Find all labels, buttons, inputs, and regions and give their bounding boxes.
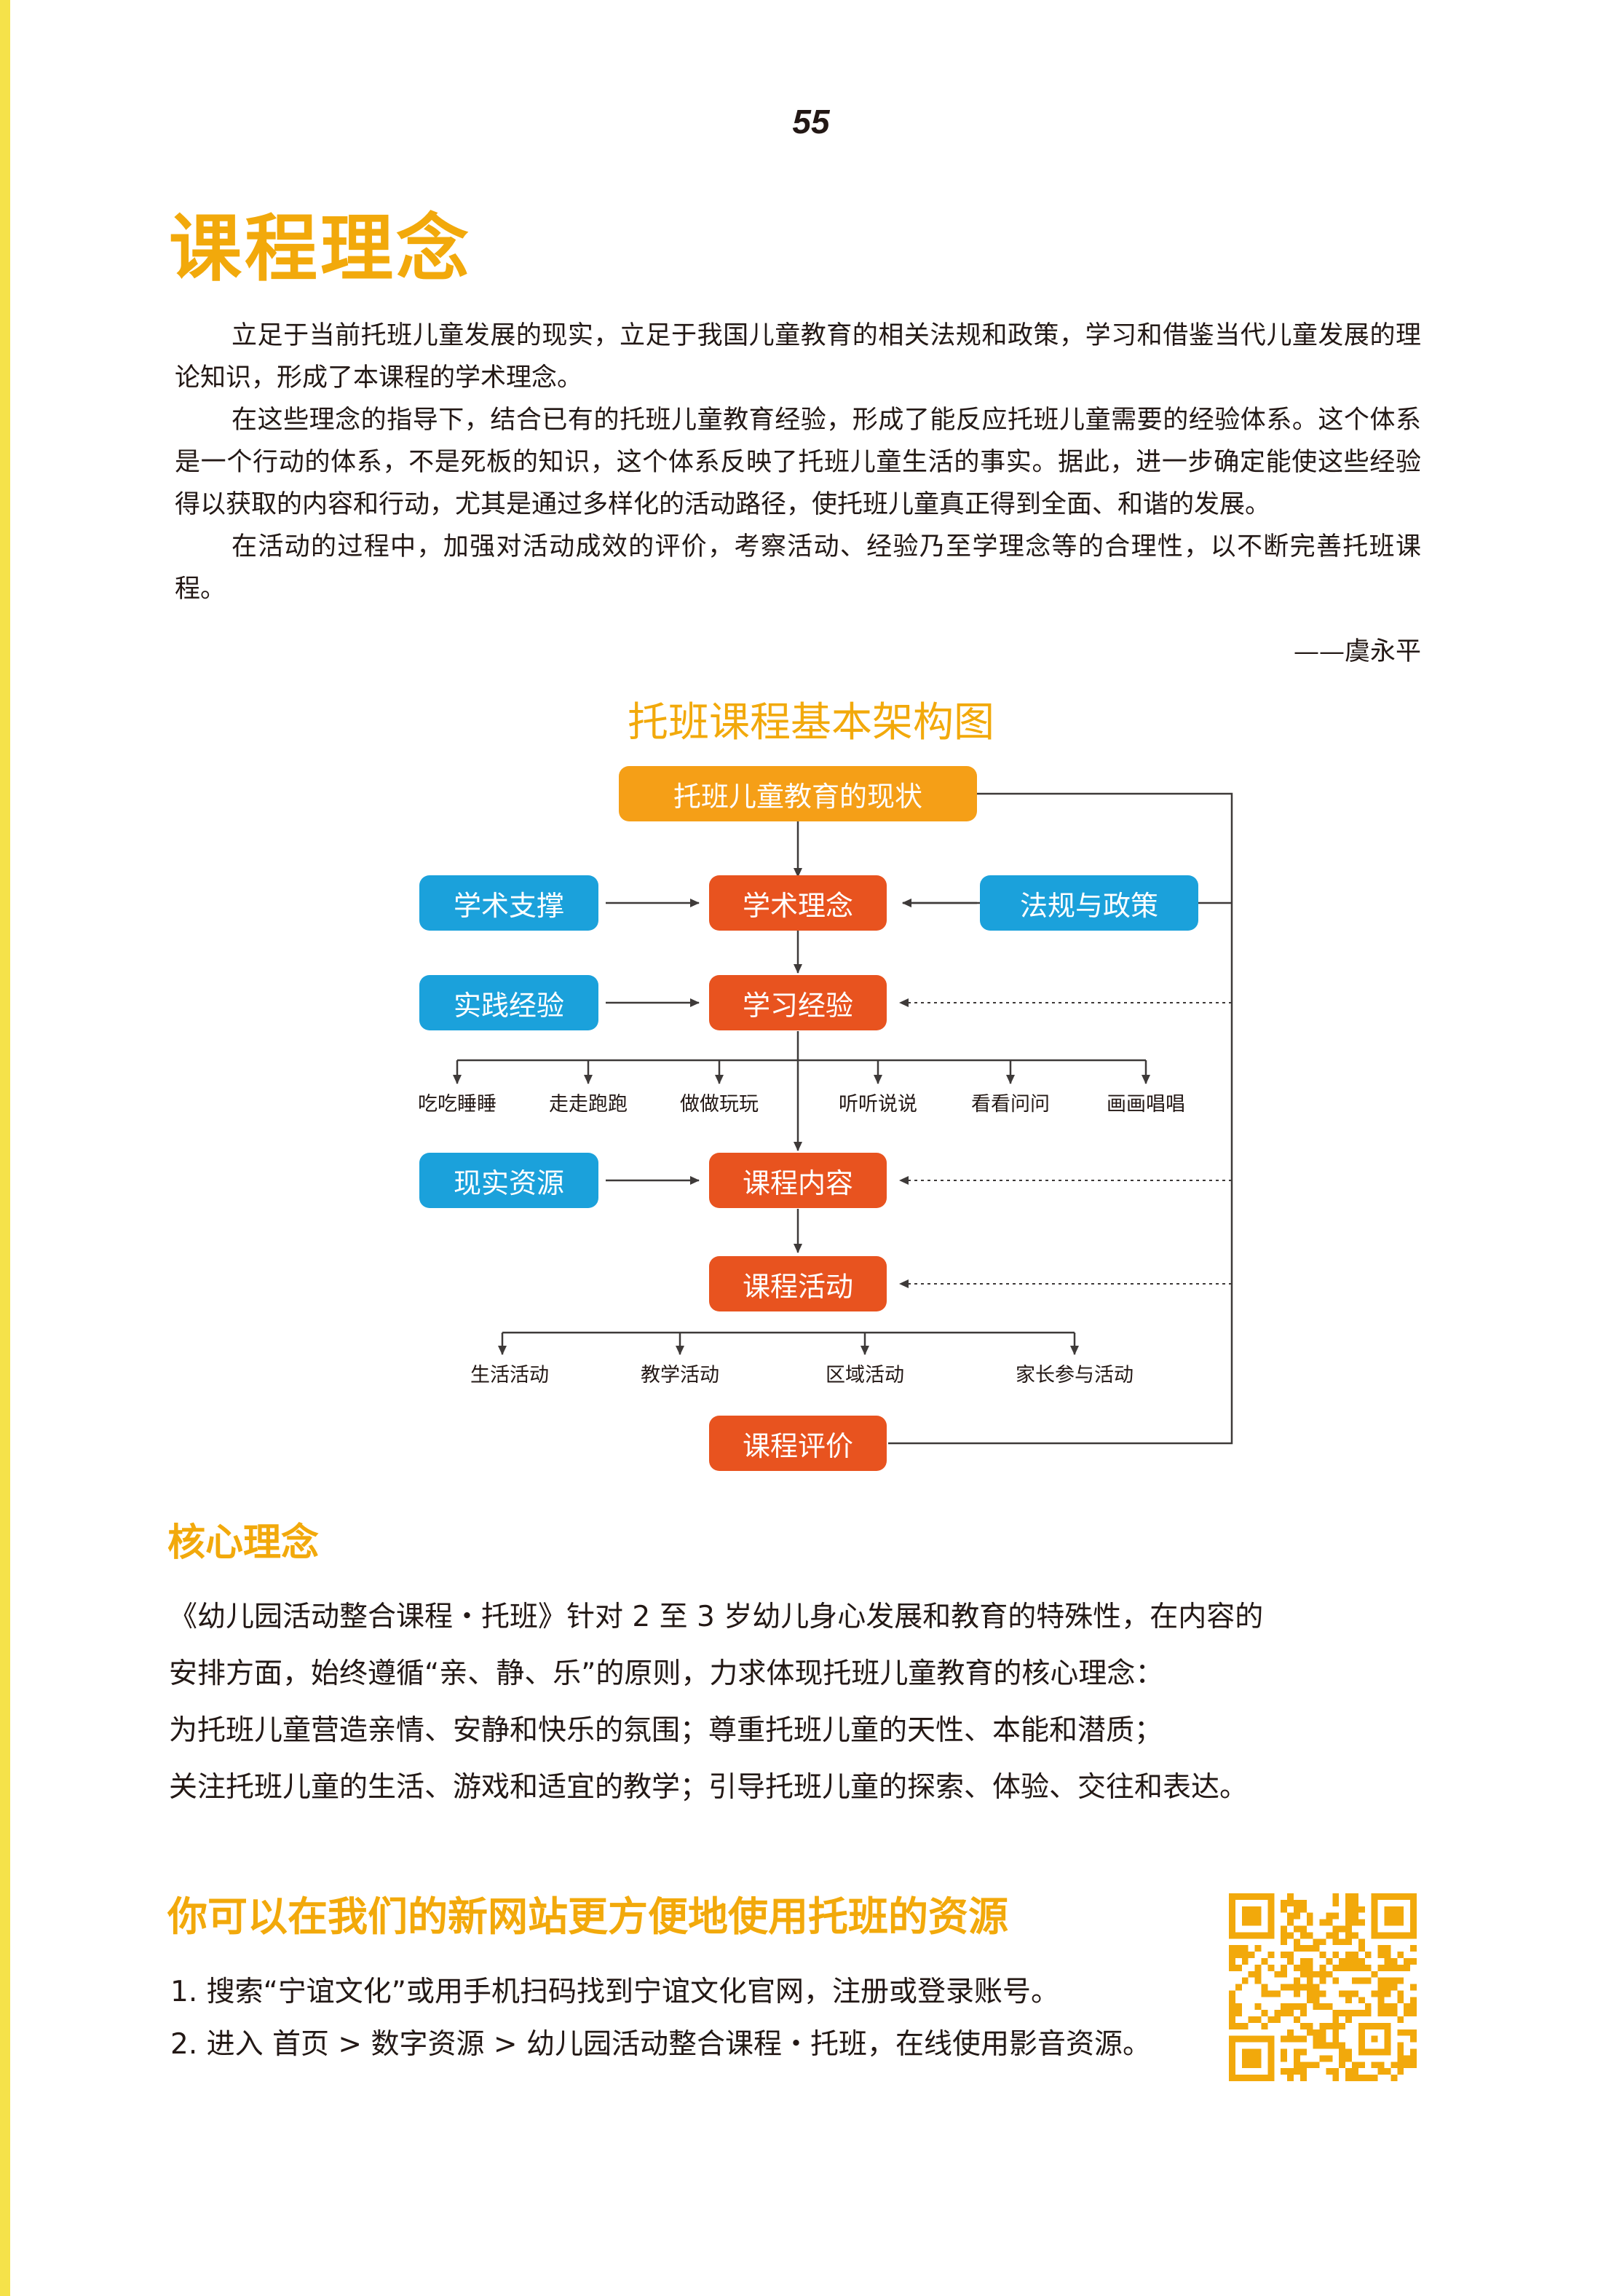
core-line: 《幼儿园活动整合课程・托班》针对 2 至 3 岁幼儿身心发展和教育的特殊性，在内… (169, 1601, 1264, 1633)
experience-item: 吃吃睡睡 (418, 1093, 497, 1116)
feedback-line (888, 792, 1233, 1445)
qr-code-icon[interactable] (1229, 1893, 1417, 2081)
core-text: 《幼儿园活动整合课程・托班》针对 2 至 3 岁幼儿身心发展和教育的特殊性，在内… (169, 1589, 1436, 1816)
node-course-evaluation: 课程评价 (709, 1416, 887, 1471)
activity-item: 区域活动 (826, 1364, 904, 1386)
experience-item: 画画唱唱 (1107, 1093, 1185, 1116)
intro-paragraph: 在这些理念的指导下，结合已有的托班儿童教育经验，形成了能反应托班儿童需要的经验体… (175, 406, 1421, 519)
signature: ——虞永平 (1293, 637, 1421, 666)
node-laws-policy: 法规与政策 (980, 875, 1198, 931)
page-edge-stripe (0, 0, 10, 2296)
experience-item: 看看问问 (971, 1093, 1050, 1116)
node-real-resources: 现实资源 (419, 1153, 598, 1208)
activity-item: 教学活动 (641, 1364, 719, 1386)
node-learning-experience: 学习经验 (709, 975, 887, 1030)
node-academic-support: 学术支撑 (419, 875, 598, 931)
diagram-connectors (453, 792, 1233, 1445)
intro-paragraph: 在活动的过程中，加强对活动成效的评价，考察活动、经验乃至学理念等的合理性，以不断… (175, 532, 1421, 604)
core-line: 为托班儿童营造亲情、安静和快乐的氛围；尊重托班儿童的天性、本能和潜质； (169, 1714, 1163, 1747)
website-steps: 1. 搜索“宁谊文化”或用手机扫码找到宁谊文化官网，注册或登录账号。 2. 进入… (170, 1966, 1233, 2071)
website-step: 2. 进入 首页 > 数字资源 > 幼儿园活动整合课程・托班，在线使用影音资源。 (170, 2028, 1151, 2061)
website-heading: 你可以在我们的新网站更方便地使用托班的资源 (167, 1893, 1009, 1940)
intro-paragraph: 立足于当前托班儿童发展的现实，立足于我国儿童教育的相关法规和政策，学习和借鉴当代… (175, 321, 1421, 392)
core-heading: 核心理念 (167, 1521, 320, 1565)
node-course-content: 课程内容 (709, 1153, 887, 1208)
experience-item: 做做玩玩 (680, 1093, 759, 1116)
node-course-activities: 课程活动 (709, 1256, 887, 1311)
activity-item: 家长参与活动 (1016, 1364, 1134, 1386)
node-status: 托班儿童教育的现状 (619, 766, 977, 821)
page-number: 55 (792, 103, 830, 141)
core-line: 关注托班儿童的生活、游戏和适宜的教学；引导托班儿童的探索、体验、交往和表达。 (169, 1771, 1249, 1804)
core-line: 安排方面，始终遵循“亲、静、乐”的原则，力求体现托班儿童教育的核心理念： (169, 1657, 1164, 1690)
diagram-title: 托班课程基本架构图 (628, 699, 994, 746)
website-step: 1. 搜索“宁谊文化”或用手机扫码找到宁谊文化官网，注册或登录账号。 (170, 1976, 1060, 2008)
experience-item: 听听说说 (839, 1093, 917, 1116)
node-academic-concept: 学术理念 (709, 875, 887, 931)
node-practice-experience: 实践经验 (419, 975, 598, 1030)
intro-text: 立足于当前托班儿童发展的现实，立足于我国儿童教育的相关法规和政策，学习和借鉴当代… (175, 315, 1421, 610)
activity-item: 生活活动 (470, 1364, 549, 1386)
experience-item: 走走跑跑 (549, 1093, 628, 1116)
page-title: 课程理念 (169, 206, 472, 291)
